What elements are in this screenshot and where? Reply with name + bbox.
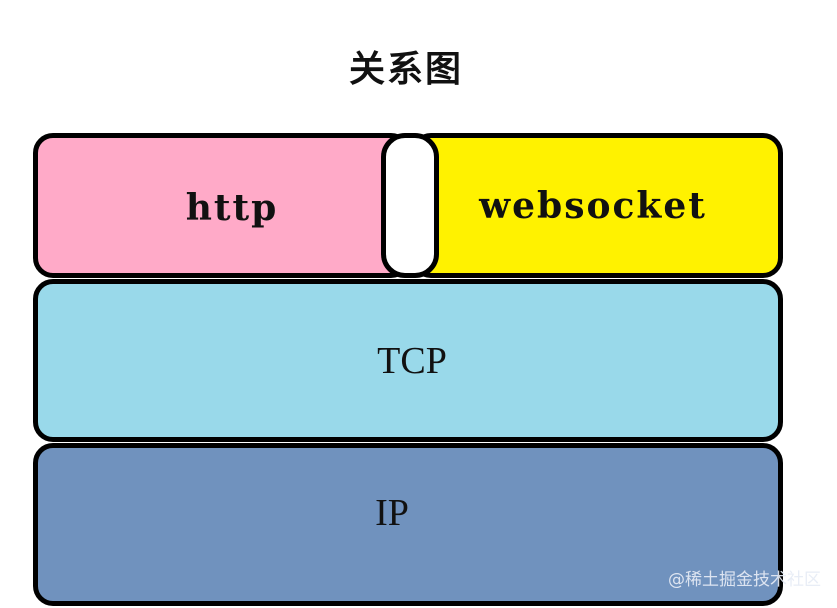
- ip-label: IP: [375, 491, 409, 534]
- websocket-label: websocket: [479, 184, 707, 227]
- tcp-layer: TCP: [33, 279, 783, 442]
- watermark: @稀土掘金技术社区: [668, 570, 821, 590]
- ip-layer: IP: [33, 443, 783, 606]
- http-websocket-connector: [381, 133, 439, 278]
- http-label: http: [185, 186, 279, 229]
- diagram-title: 关系图: [348, 48, 463, 90]
- http-layer: http: [33, 133, 411, 278]
- websocket-layer: websocket: [411, 133, 783, 278]
- tcp-label: TCP: [377, 339, 447, 382]
